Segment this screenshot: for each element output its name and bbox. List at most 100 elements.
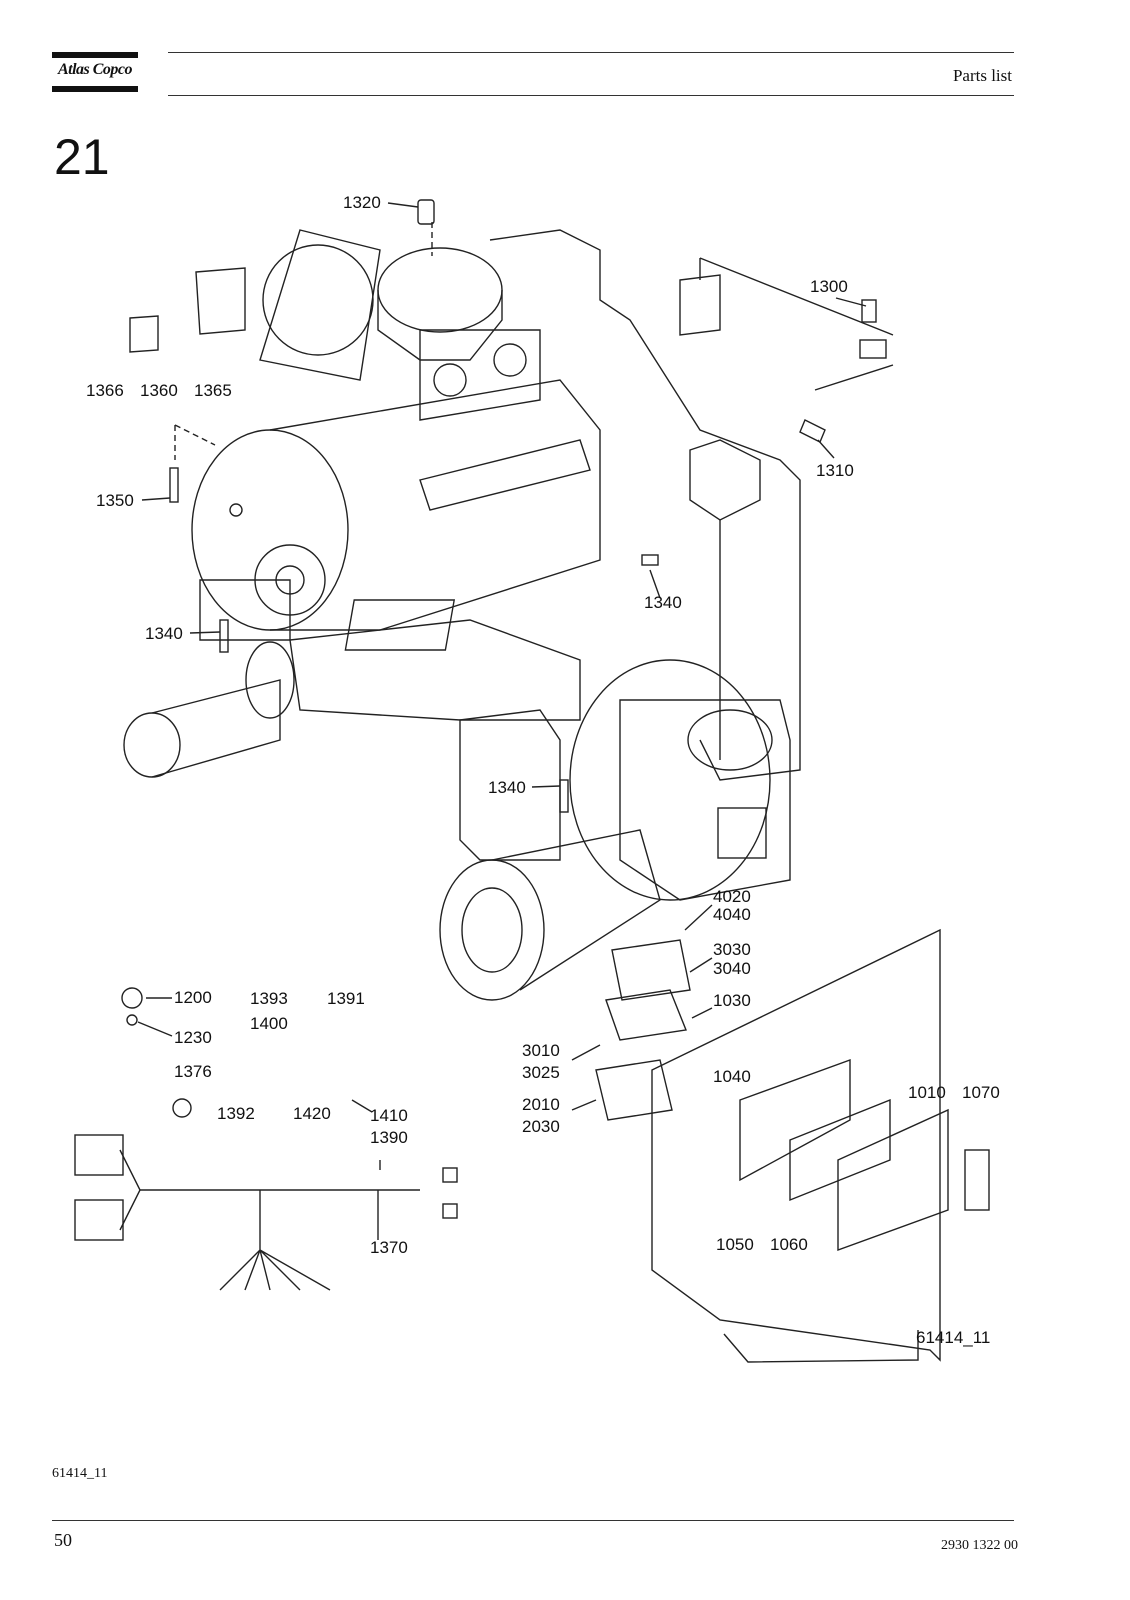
leader-1340-c bbox=[531, 785, 561, 788]
atlas-copco-logo: Atlas Copco bbox=[52, 52, 138, 94]
frame-right bbox=[489, 229, 801, 781]
part-1340-c bbox=[559, 779, 569, 813]
callout-4020: 4020 bbox=[713, 887, 751, 906]
leader-1300-assy bbox=[699, 257, 894, 391]
callout-1392: 1392 bbox=[217, 1104, 255, 1123]
connector-a bbox=[442, 1167, 458, 1183]
callout-1200: 1200 bbox=[174, 988, 212, 1007]
connector-b bbox=[442, 1203, 458, 1219]
callout-1030: 1030 bbox=[713, 991, 751, 1010]
inlet-opening bbox=[377, 247, 503, 333]
callout-2030: 2030 bbox=[522, 1117, 560, 1136]
separator-head bbox=[619, 699, 791, 901]
figure-reference: 61414_11 bbox=[52, 1466, 108, 1481]
header-rule-top bbox=[168, 52, 1014, 53]
leader-4020 bbox=[684, 904, 713, 931]
leader-1030 bbox=[691, 1007, 713, 1019]
gearbox-body bbox=[289, 619, 581, 721]
pipe-left bbox=[151, 679, 281, 778]
callout-1365: 1365 bbox=[194, 381, 232, 400]
callout-1391: 1391 bbox=[327, 989, 365, 1008]
callout-1040: 1040 bbox=[713, 1067, 751, 1086]
dashed-guide bbox=[174, 424, 216, 460]
leader-3010 bbox=[571, 1044, 601, 1061]
leader-fig-ref bbox=[723, 1330, 919, 1363]
callout-1350: 1350 bbox=[96, 491, 134, 510]
part-1300 bbox=[861, 299, 877, 323]
callout-3025: 3025 bbox=[522, 1063, 560, 1082]
callout-1050: 1050 bbox=[716, 1235, 754, 1254]
lower-left-housing bbox=[199, 579, 291, 641]
logo-bar-top bbox=[52, 52, 138, 58]
leader-1230 bbox=[137, 1021, 173, 1037]
valve-port-2 bbox=[493, 343, 527, 377]
display-1010 bbox=[789, 1098, 891, 1202]
callout-3040: 3040 bbox=[713, 959, 751, 978]
module-2010 bbox=[595, 1059, 673, 1121]
frame-1060 bbox=[837, 1108, 949, 1251]
part-1340-b bbox=[641, 554, 659, 566]
part-1376 bbox=[172, 1098, 192, 1118]
logo-text: Atlas Copco bbox=[57, 61, 133, 78]
part-1200 bbox=[121, 987, 143, 1009]
inlet-housing bbox=[377, 290, 503, 361]
leader-1340-b bbox=[649, 569, 661, 599]
callout-3010: 3010 bbox=[522, 1041, 560, 1060]
callout-1400: 1400 bbox=[250, 1014, 288, 1033]
module-3030 bbox=[611, 939, 691, 1001]
callout-1310: 1310 bbox=[816, 461, 854, 480]
callout-1010: 1010 bbox=[908, 1083, 946, 1102]
harness-branch bbox=[119, 1149, 141, 1231]
section-number: 21 bbox=[54, 129, 110, 185]
callout-1370: 1370 bbox=[370, 1238, 408, 1257]
leader-2010 bbox=[571, 1099, 597, 1111]
header-rule-bottom bbox=[168, 95, 1014, 96]
leader-1300 bbox=[835, 297, 867, 307]
callout-1376: 1376 bbox=[174, 1062, 212, 1081]
leader-1350 bbox=[141, 497, 171, 501]
document-number: 2930 1322 00 bbox=[941, 1538, 1018, 1553]
callout-1070: 1070 bbox=[962, 1083, 1000, 1102]
leader-1410 bbox=[351, 1099, 373, 1113]
part-1230 bbox=[126, 1014, 138, 1026]
callout-1366: 1366 bbox=[86, 381, 124, 400]
module-3010 bbox=[605, 989, 687, 1041]
callout-1410: 1410 bbox=[370, 1106, 408, 1125]
panel-cutout bbox=[739, 1059, 851, 1182]
leader-1340-a bbox=[189, 631, 221, 634]
separator-block bbox=[459, 709, 561, 861]
motor-cooling-tube bbox=[419, 439, 591, 511]
leader-1310 bbox=[817, 439, 835, 459]
callout-1393: 1393 bbox=[250, 989, 288, 1008]
page-title: Parts list bbox=[952, 66, 1012, 85]
part-1340-a bbox=[219, 619, 229, 653]
callout-1340-c: 1340 bbox=[488, 778, 526, 797]
leader-3030 bbox=[689, 957, 713, 973]
valve-port-1 bbox=[433, 363, 467, 397]
callout-3030: 3030 bbox=[713, 940, 751, 959]
outlet-pipe bbox=[491, 829, 661, 991]
leader-1320 bbox=[387, 202, 419, 208]
separator-port bbox=[687, 709, 773, 771]
filter-plate bbox=[262, 244, 374, 356]
inlet-filter-cover bbox=[259, 229, 381, 381]
callout-1420: 1420 bbox=[293, 1104, 331, 1123]
label-1070 bbox=[964, 1149, 990, 1211]
part-1320 bbox=[417, 199, 435, 225]
motor-end-cover bbox=[191, 429, 349, 631]
motor-body bbox=[269, 379, 601, 631]
connector-block-1 bbox=[74, 1134, 124, 1176]
separator-flange bbox=[569, 659, 771, 901]
part-valve-assy bbox=[679, 274, 721, 336]
outlet-bore bbox=[461, 887, 523, 973]
callout-1360: 1360 bbox=[140, 381, 178, 400]
part-1310 bbox=[799, 419, 826, 443]
page-number: 50 bbox=[54, 1530, 72, 1550]
callout-1390: 1390 bbox=[370, 1128, 408, 1147]
part-1360 bbox=[129, 315, 159, 353]
pipe-flange-left bbox=[123, 712, 181, 778]
motor-bolt bbox=[229, 503, 243, 517]
callout-1340-b: 1340 bbox=[644, 593, 682, 612]
separator-plate bbox=[717, 807, 767, 859]
